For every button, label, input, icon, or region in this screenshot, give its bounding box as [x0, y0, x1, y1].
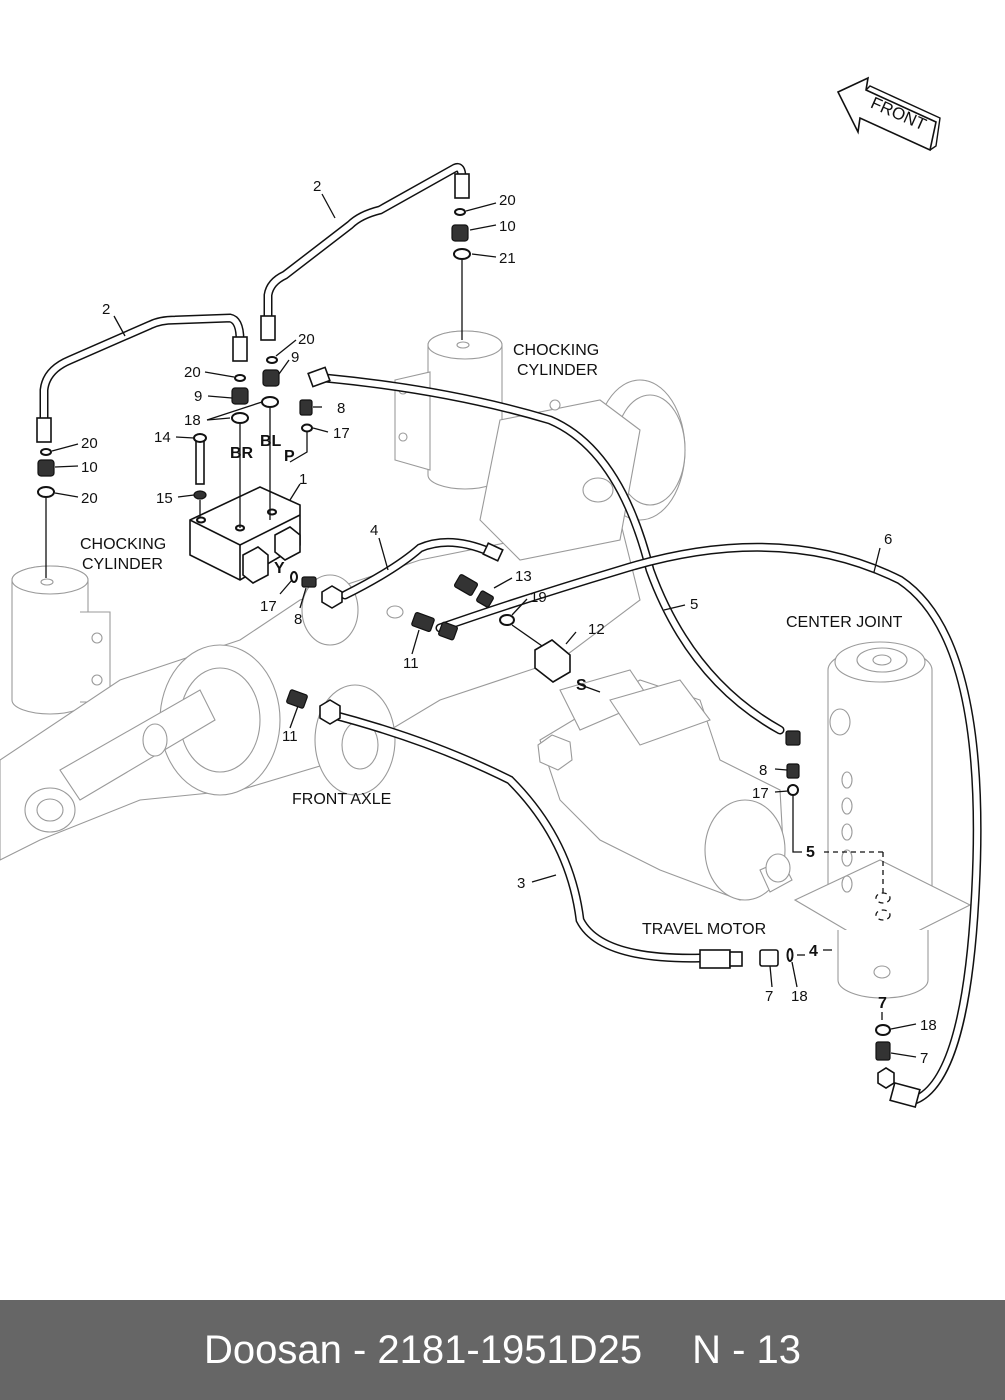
front-axle-assembly	[0, 330, 686, 861]
footer-page-ref: N - 13	[692, 1327, 802, 1372]
callout-8-y: 8	[294, 611, 302, 628]
fittings	[37, 208, 891, 1061]
chocking-cylinder-left-label-2: CYLINDER	[82, 556, 163, 573]
hose-4	[321, 537, 504, 609]
callout-20-far-left-bottom: 20	[81, 490, 98, 507]
callout-20-far-left: 20	[81, 435, 98, 452]
callout-11-upper: 11	[403, 655, 419, 672]
footer-separator: -	[352, 1327, 367, 1372]
callout-20-left-stack: 20	[184, 364, 201, 381]
footer-bar: Doosan - 2181-1951D25 N - 13	[0, 1300, 1005, 1400]
valve-block	[189, 486, 301, 584]
callout-18: 18	[184, 412, 201, 429]
callout-17-center-joint: 17	[752, 785, 769, 802]
front-axle-label: FRONT AXLE	[292, 791, 391, 808]
tube-2-right	[260, 163, 470, 341]
callout-9-left-stack: 9	[194, 388, 202, 405]
parts-diagram: FRONT	[0, 76, 982, 1109]
center-joint-label: CENTER JOINT	[786, 614, 903, 631]
travel-motor-body	[537, 669, 793, 901]
center-joint-port-7-label: 7	[878, 995, 887, 1012]
front-arrow-icon: FRONT	[836, 76, 941, 152]
callout-17-top: 17	[333, 425, 350, 442]
footer-part-number: 2181-1951D25	[377, 1327, 643, 1372]
callout-numbers: 2 2 20 10 21 20 9 20 9 18 8 17 14 20 10 …	[81, 178, 937, 1067]
center-joint-body	[793, 641, 972, 999]
callout-8-center-joint: 8	[759, 762, 767, 779]
callout-8-top: 8	[337, 400, 345, 417]
center-joint-port-4-label: 4	[809, 943, 818, 960]
leaders	[51, 193, 917, 1058]
callout-11-lower: 11	[282, 728, 298, 745]
callout-7-travel-motor: 7	[765, 988, 773, 1005]
hose-6	[435, 542, 982, 1109]
callout-20-top: 20	[499, 192, 516, 209]
chocking-cylinder-right-label-1: CHOCKING	[513, 342, 599, 359]
callout-7-center-joint-bottom: 7	[920, 1050, 928, 1067]
footer-brand: Doosan	[203, 1327, 342, 1372]
travel-motor-label: TRAVEL MOTOR	[642, 921, 766, 938]
chocking-cylinder-right-label-2: CYLINDER	[517, 362, 598, 379]
callout-2-left: 2	[102, 301, 110, 318]
port-p-label: P	[284, 448, 295, 465]
callout-14: 14	[154, 429, 171, 446]
chocking-cylinder-left-label-1: CHOCKING	[80, 536, 166, 553]
callout-20-mid: 20	[298, 331, 315, 348]
callout-21: 21	[499, 250, 516, 267]
port-bl-label: BL	[260, 433, 282, 450]
callout-10-far-left: 10	[81, 459, 98, 476]
callout-9-mid: 9	[291, 349, 299, 366]
center-joint-port-5-label: 5	[806, 844, 815, 861]
port-s-label: S	[576, 677, 587, 694]
hose-5	[307, 366, 785, 735]
callout-4: 4	[370, 522, 378, 539]
callout-1: 1	[299, 471, 307, 488]
callout-6: 6	[884, 531, 892, 548]
port-br-label: BR	[230, 445, 254, 462]
callout-15: 15	[156, 490, 173, 507]
callout-12: 12	[588, 621, 605, 638]
port-y-label: Y	[274, 560, 285, 577]
callout-5: 5	[690, 596, 698, 613]
callout-17-y: 17	[260, 598, 277, 615]
callout-10-top: 10	[499, 218, 516, 235]
callout-19: 19	[530, 589, 547, 606]
hose-3	[319, 699, 743, 969]
tube-2-left	[36, 313, 248, 443]
callout-3: 3	[517, 875, 525, 892]
callout-18-center-joint-bottom: 18	[920, 1017, 937, 1034]
callout-2-right: 2	[313, 178, 321, 195]
callout-18-travel-motor: 18	[791, 988, 808, 1005]
callout-13: 13	[515, 568, 532, 585]
